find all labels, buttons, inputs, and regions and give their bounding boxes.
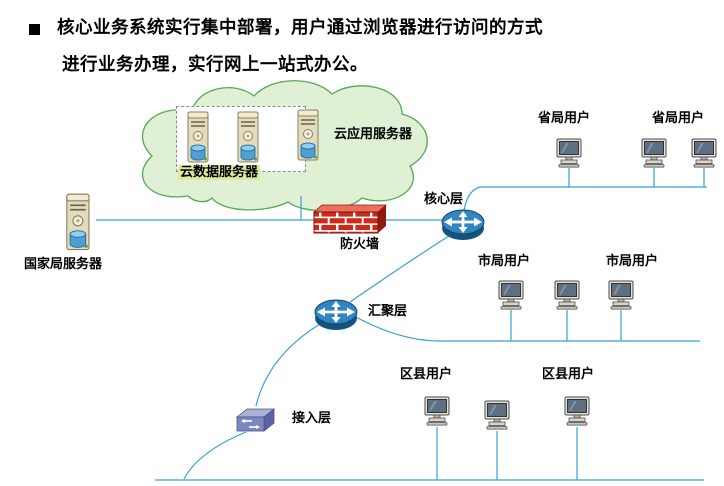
switch-icon [233, 408, 275, 436]
provincial-users-label-2: 省局用户 [652, 111, 705, 126]
link-core-aggregation [349, 233, 453, 303]
firewall-label: 防火墙 [340, 237, 380, 252]
cloud-data-server-icon-2 [236, 110, 262, 166]
district-users-label-2: 区县用户 [542, 367, 595, 382]
city-users-label-2: 市局用户 [606, 254, 659, 269]
cloud-data-server-label: 云数据服务器 [178, 165, 261, 180]
cloud-data-server-label-text: 云数据服务器 [178, 165, 261, 180]
core-router-icon [440, 203, 486, 241]
city-workstation-1 [498, 280, 524, 310]
server-icon [296, 108, 322, 164]
provincial-workstation-1 [556, 138, 582, 168]
firewall-brick-icon [312, 204, 388, 234]
bullet-marker [29, 24, 40, 35]
server-icon [64, 192, 94, 254]
provincial-workstation-3 [691, 138, 717, 168]
core-layer-label: 核心层 [424, 192, 464, 207]
workstation-icon [556, 138, 582, 168]
workstation-icon [691, 138, 717, 168]
national-server-icon [64, 192, 94, 254]
provincial-workstation-2 [641, 138, 667, 168]
router-icon [440, 203, 486, 241]
city-workstation-2 [554, 280, 580, 310]
workstation-icon [564, 396, 590, 426]
link-core-provincial [463, 186, 707, 211]
workstation-icon [608, 280, 634, 310]
link-aggregation-access [255, 323, 321, 407]
district-users-label-1: 区县用户 [400, 367, 453, 382]
link-access-district [183, 431, 247, 480]
workstation-icon [484, 400, 510, 430]
router-icon [313, 293, 359, 331]
workstation-icon [424, 396, 450, 426]
title-line-2: 进行业务办理，实行网上一站式办公。 [62, 55, 368, 75]
title-line-1: 核心业务系统实行集中部署，用户通过浏览器进行访问的方式 [57, 18, 543, 38]
cloud-app-server-icon [296, 108, 322, 164]
workstation-icon [554, 280, 580, 310]
workstation-icon [641, 138, 667, 168]
access-switch-icon [233, 408, 275, 436]
provincial-users-label-1: 省局用户 [538, 111, 591, 126]
server-icon [186, 110, 212, 166]
cloud-app-server-label: 云应用服务器 [334, 127, 413, 142]
link-aggregation-city [353, 315, 700, 342]
aggregation-router-icon [313, 293, 359, 331]
national-server-label: 国家局服务器 [24, 257, 103, 272]
city-workstation-3 [608, 280, 634, 310]
server-icon [236, 110, 262, 166]
district-workstation-2 [484, 400, 510, 430]
aggregation-layer-label: 汇聚层 [368, 304, 408, 319]
cloud-data-server-icon-1 [186, 110, 212, 166]
workstation-icon [498, 280, 524, 310]
city-users-label-1: 市局用户 [478, 254, 531, 269]
access-layer-label: 接入层 [292, 411, 332, 426]
district-workstation-1 [424, 396, 450, 426]
district-workstation-3 [564, 396, 590, 426]
firewall-icon [312, 204, 388, 234]
